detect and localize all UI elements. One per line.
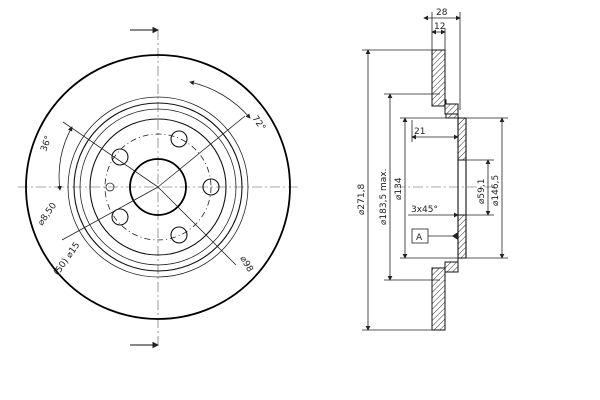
bolt-hole xyxy=(202,178,220,196)
dim-271-label: ⌀271,8 xyxy=(357,184,367,215)
bolt-hole xyxy=(111,208,129,226)
front-view: 36° 72° ⌀8,50 (50) ⌀15 ⌀98 xyxy=(18,26,300,349)
outer-disc-circle xyxy=(25,54,291,320)
bolt-pitch-circle xyxy=(104,133,212,241)
dim-21-label: 21 xyxy=(414,127,425,137)
hat-wall-upper xyxy=(444,103,467,161)
angle-arc-72 xyxy=(189,80,251,119)
disc-friction-upper xyxy=(431,49,446,107)
chamfer-label: 3x45° xyxy=(411,205,438,215)
dim-146-label: ⌀146,5 xyxy=(491,175,501,206)
angle-arc-36 xyxy=(57,126,73,191)
locator-hole xyxy=(105,182,115,192)
datum-triangle xyxy=(452,232,458,240)
bolt-hole xyxy=(170,130,188,148)
hub-face-circle xyxy=(89,118,227,256)
dim-59-label: ⌀59,1 xyxy=(477,179,487,204)
hub-label: (50) ⌀15 xyxy=(52,241,82,278)
bolt-hole xyxy=(170,226,188,244)
datum-label: A xyxy=(416,233,423,243)
dim-12-label: 12 xyxy=(434,22,445,32)
angle-label-36: 36° xyxy=(39,135,54,153)
hat-wall-lower xyxy=(444,214,467,273)
bolt-hole xyxy=(111,148,129,166)
angle-label-72: 72° xyxy=(250,114,267,133)
hat-outer-circle xyxy=(73,102,243,272)
angle-line xyxy=(62,121,159,188)
angle-line xyxy=(157,186,237,266)
hat-step-circle xyxy=(79,108,237,266)
dim-28-label: 28 xyxy=(436,8,448,18)
dim-134-label: ⌀134 xyxy=(394,177,404,200)
angle-line xyxy=(157,115,246,188)
section-view: 28 12 ⌀271,8 ⌀183,5 max. ⌀134 21 3x45° A… xyxy=(357,8,508,331)
angle-line xyxy=(61,186,159,241)
disc-friction-lower xyxy=(431,267,446,331)
pitch-diameter-label: ⌀98 xyxy=(237,255,254,275)
dim-183-label: ⌀183,5 max. xyxy=(379,168,389,225)
center-bore xyxy=(129,158,187,216)
bolt-hole-label: ⌀8,50 xyxy=(36,201,59,228)
